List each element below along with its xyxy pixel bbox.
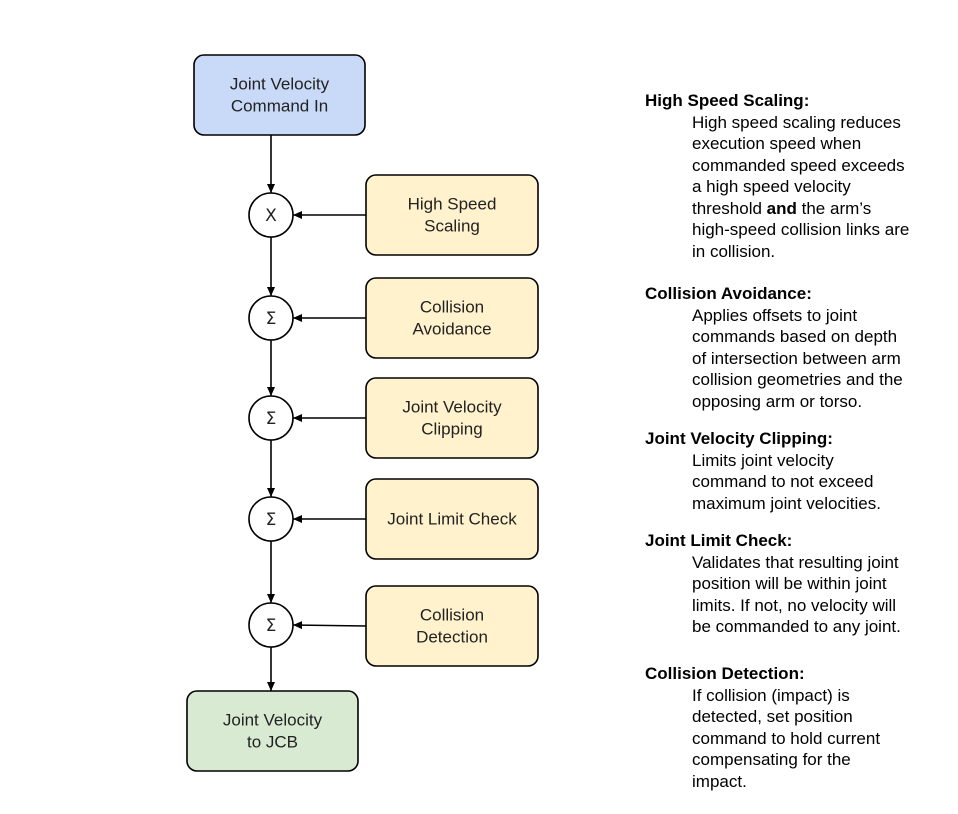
description-line: of intersection between arm [692, 348, 901, 368]
stage-node-shape [365, 585, 539, 667]
description-line: Limits joint velocity [692, 450, 834, 470]
description-line: Validates that resulting joint [692, 552, 899, 572]
description-line: be commanded to any joint. [692, 617, 901, 636]
operator-node: Σ [248, 295, 294, 341]
description-line: position will be within joint [692, 574, 887, 593]
description-title: Collision Avoidance: [645, 284, 812, 303]
operator-symbol: Σ [266, 409, 277, 429]
description-line: Applies offsets to joint [692, 305, 858, 325]
description-line: opposing arm or torso. [692, 391, 863, 411]
description-title: Joint Limit Check: [645, 531, 793, 550]
stage-node-label: Detection [416, 628, 488, 647]
stage-node-label: Scaling [424, 217, 480, 236]
operator-node: X [248, 192, 294, 238]
description-line: collision geometries and the [692, 370, 903, 389]
stage-node-label: Collision [420, 606, 484, 625]
output-node-label: to JCB [247, 733, 298, 752]
operator-circle [248, 192, 294, 238]
description-block: Collision Detection: If collision (impact… [645, 663, 880, 792]
operator-circle [248, 395, 294, 441]
description-line: detected, set position [692, 707, 853, 726]
operator-symbol: X [265, 206, 277, 226]
operator-circle [248, 496, 294, 542]
description-line: threshold and the arm’s [692, 198, 872, 218]
description-title: Joint Velocity Clipping: [645, 429, 833, 448]
description-line: maximum joint velocities. [692, 493, 881, 513]
description-line: compensating for the [692, 750, 851, 769]
description-line: commands based on depth [692, 327, 898, 346]
stage-node-shape [365, 277, 539, 359]
input-node-label: Joint Velocity [230, 75, 330, 94]
stage-node-shape [365, 478, 539, 560]
stage-node-label: High Speed [408, 195, 497, 214]
operator-circle [248, 295, 294, 341]
stage-node-label: Joint Velocity [402, 398, 502, 417]
output-node: Joint Velocity to JCB [186, 690, 359, 772]
description-line: a high speed velocity [692, 177, 851, 196]
description-line: command to hold current [692, 728, 881, 748]
output-node-label: Joint Velocity [223, 711, 323, 730]
description-line: high-speed collision links are [692, 220, 910, 239]
description-line: in collision. [692, 241, 776, 261]
operator-node: Σ [248, 395, 294, 441]
description-block: Collision Avoidance: Applies offsets to j… [645, 283, 903, 412]
stage-node-label: Collision [420, 298, 484, 317]
input-node-shape [193, 54, 366, 136]
description-block: Joint Limit Check: Validates that resulti… [645, 530, 901, 638]
stage-node-label: Avoidance [412, 320, 491, 339]
description-block: High Speed Scaling: High speed scaling re… [645, 90, 909, 262]
stage-node-shape [365, 174, 539, 256]
description-line: High speed scaling reduces [692, 112, 901, 132]
stage-node-label: Clipping [421, 420, 482, 439]
output-node-shape [186, 690, 359, 772]
flow-edges [267, 135, 367, 691]
description-line: limits. If not, no velocity will [692, 595, 897, 615]
stage-node: Joint Limit Check [365, 478, 539, 560]
description-line: impact. [692, 771, 747, 791]
description-block: Joint Velocity Clipping: Limits joint vel… [645, 428, 881, 514]
operator-node: Σ [248, 602, 294, 648]
input-node-label: Command In [231, 97, 328, 116]
description-line: command to not exceed [692, 472, 874, 491]
operator-symbol: Σ [266, 510, 277, 530]
description-line: If collision (impact) is [692, 685, 850, 705]
operator-symbol: Σ [266, 616, 277, 636]
description-line: commanded speed exceeds [692, 155, 905, 175]
stage-node-shape [365, 377, 539, 459]
operator-circle [248, 602, 294, 648]
operator-symbol: Σ [266, 309, 277, 329]
stage-node-label: Joint Limit Check [387, 510, 517, 529]
description-line: execution speed when [692, 134, 862, 153]
description-title: High Speed Scaling: [645, 91, 810, 110]
operator-node: Σ [248, 496, 294, 542]
description-title: Collision Detection: [645, 664, 805, 683]
stage-arrow [292, 621, 367, 630]
